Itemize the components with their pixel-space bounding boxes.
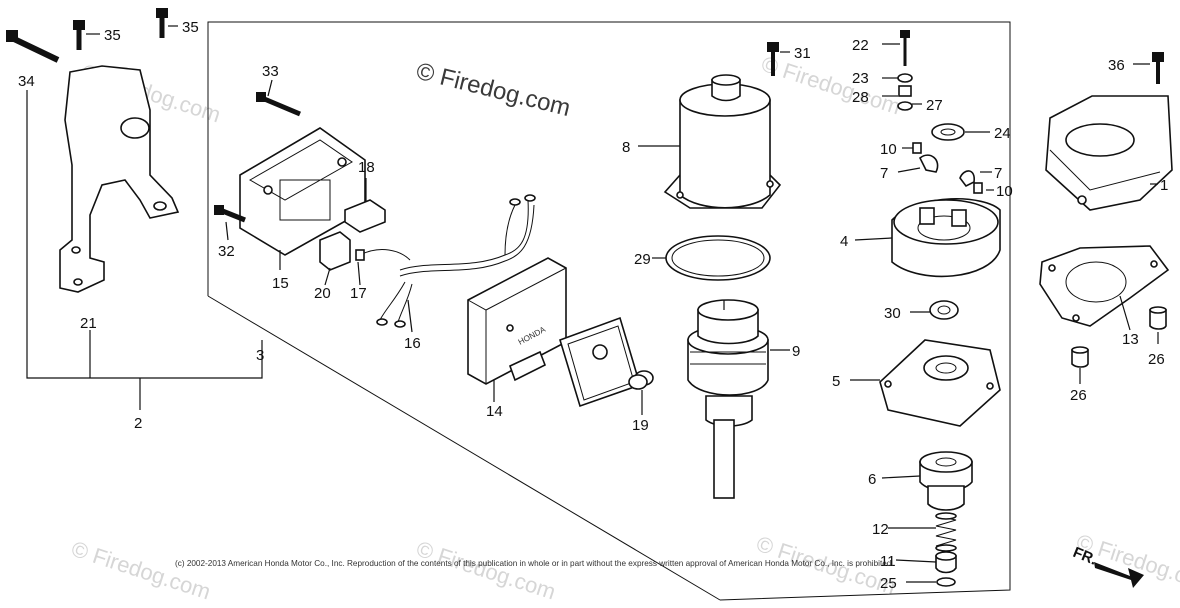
spring-part-10-a bbox=[912, 142, 922, 154]
washer-part-24 bbox=[931, 123, 965, 141]
watermark-faint: © Firedog.com bbox=[413, 536, 558, 604]
callout-2: 2 bbox=[134, 415, 142, 432]
callout-12: 12 bbox=[872, 521, 889, 538]
bolt-part-33 bbox=[256, 92, 301, 117]
washer-part-27 bbox=[897, 101, 913, 111]
bolt-part-35-b bbox=[156, 8, 168, 38]
washer-part-23 bbox=[897, 73, 913, 83]
grommet-part-19 bbox=[628, 370, 654, 390]
callout-16: 16 bbox=[404, 335, 421, 352]
spring-part-10-b bbox=[973, 182, 983, 194]
collar-part-11 bbox=[935, 551, 957, 574]
gasket-part-13 bbox=[1039, 245, 1170, 327]
grouping-brackets bbox=[26, 90, 263, 410]
callout-22: 22 bbox=[852, 37, 869, 54]
callout-27: 27 bbox=[926, 97, 943, 114]
callout-35-left: 35 bbox=[104, 27, 121, 44]
watermark-main: © Firedog.com bbox=[414, 58, 574, 122]
pinion-gear-part-6 bbox=[919, 451, 973, 511]
callout-30: 30 bbox=[884, 305, 901, 322]
callout-36: 36 bbox=[1108, 57, 1125, 74]
callout-7-right: 7 bbox=[994, 165, 1002, 182]
bearing-part-30 bbox=[929, 300, 959, 320]
callout-10-right: 10 bbox=[996, 183, 1013, 200]
brush-part-7-b bbox=[959, 170, 975, 188]
callout-24: 24 bbox=[994, 125, 1011, 142]
o-ring-part-29 bbox=[665, 235, 771, 281]
callout-26-left: 26 bbox=[1070, 387, 1087, 404]
callout-34: 34 bbox=[18, 73, 35, 90]
assembly-boundary bbox=[207, 21, 1011, 601]
terminal-part-20 bbox=[319, 231, 351, 271]
callout-18: 18 bbox=[358, 159, 375, 176]
copyright-notice: (c) 2002-2013 American Honda Motor Co., … bbox=[175, 559, 894, 568]
callout-11: 11 bbox=[880, 553, 896, 570]
assembly-boundary-diagonal bbox=[207, 295, 721, 601]
arrow-icon bbox=[1094, 562, 1144, 588]
bolt-part-35-a bbox=[73, 20, 85, 50]
callout-17: 17 bbox=[350, 285, 367, 302]
harness-part-17 bbox=[355, 249, 411, 261]
screw-part-22 bbox=[900, 30, 910, 66]
callout-29: 29 bbox=[634, 251, 651, 268]
brush-part-7-a bbox=[918, 154, 939, 173]
watermark-faint: © Firedog.com bbox=[68, 536, 213, 604]
callout-20: 20 bbox=[314, 285, 331, 302]
callout-7-left: 7 bbox=[880, 165, 888, 182]
callout-14: 14 bbox=[486, 403, 503, 420]
bolt-part-31 bbox=[767, 42, 779, 76]
control-module-part-14: HONDA bbox=[467, 257, 567, 385]
control-box-part-15 bbox=[239, 127, 366, 256]
callout-28: 28 bbox=[852, 89, 869, 106]
collar-part-26-a bbox=[1149, 306, 1167, 330]
armature-part-9 bbox=[687, 299, 769, 499]
spring-part-12 bbox=[935, 512, 957, 552]
brush-holder-part-4 bbox=[891, 198, 1001, 278]
callout-6: 6 bbox=[868, 471, 876, 488]
callout-25: 25 bbox=[880, 575, 897, 592]
callout-35-right: 35 bbox=[182, 19, 199, 36]
callout-26-right: 26 bbox=[1148, 351, 1165, 368]
motor-housing-part-8 bbox=[663, 74, 782, 209]
connector-part-18 bbox=[344, 199, 386, 233]
wire-harness-part-16 bbox=[376, 194, 536, 328]
callout-19: 19 bbox=[632, 417, 649, 434]
collar-part-28 bbox=[898, 85, 912, 97]
callout-9: 9 bbox=[792, 343, 800, 360]
callout-21: 21 bbox=[80, 315, 97, 332]
callout-1: 1 bbox=[1160, 177, 1168, 194]
cover-part-1 bbox=[1045, 95, 1173, 211]
callout-33: 33 bbox=[262, 63, 279, 80]
callout-numbers: 1 2 3 4 5 6 7 7 8 9 10 10 11 12 13 14 15… bbox=[18, 19, 1168, 592]
callout-32: 32 bbox=[218, 243, 235, 260]
callout-10-left: 10 bbox=[880, 141, 897, 158]
leader-lines bbox=[86, 25, 1159, 583]
callout-23: 23 bbox=[852, 70, 869, 87]
callout-4: 4 bbox=[840, 233, 848, 250]
bolt-part-32 bbox=[214, 205, 246, 223]
collar-part-26-b bbox=[1071, 346, 1089, 368]
callout-13: 13 bbox=[1122, 331, 1139, 348]
callout-8: 8 bbox=[622, 139, 630, 156]
bracket-part-21 bbox=[59, 65, 180, 293]
callout-3: 3 bbox=[256, 347, 264, 364]
watermark-faint: © Firedog.com bbox=[758, 51, 903, 119]
bolt-part-34 bbox=[6, 30, 60, 63]
callout-5: 5 bbox=[832, 373, 840, 390]
gasket-plate bbox=[559, 316, 641, 408]
end-plate-part-5 bbox=[879, 339, 1001, 427]
circlip-part-25 bbox=[936, 577, 956, 587]
watermark-faint-group: © Firedog.com © Firedog.com © Firedog.co… bbox=[68, 51, 1180, 604]
bolt-part-36 bbox=[1152, 52, 1164, 84]
callout-15: 15 bbox=[272, 275, 289, 292]
callout-31: 31 bbox=[794, 45, 811, 62]
